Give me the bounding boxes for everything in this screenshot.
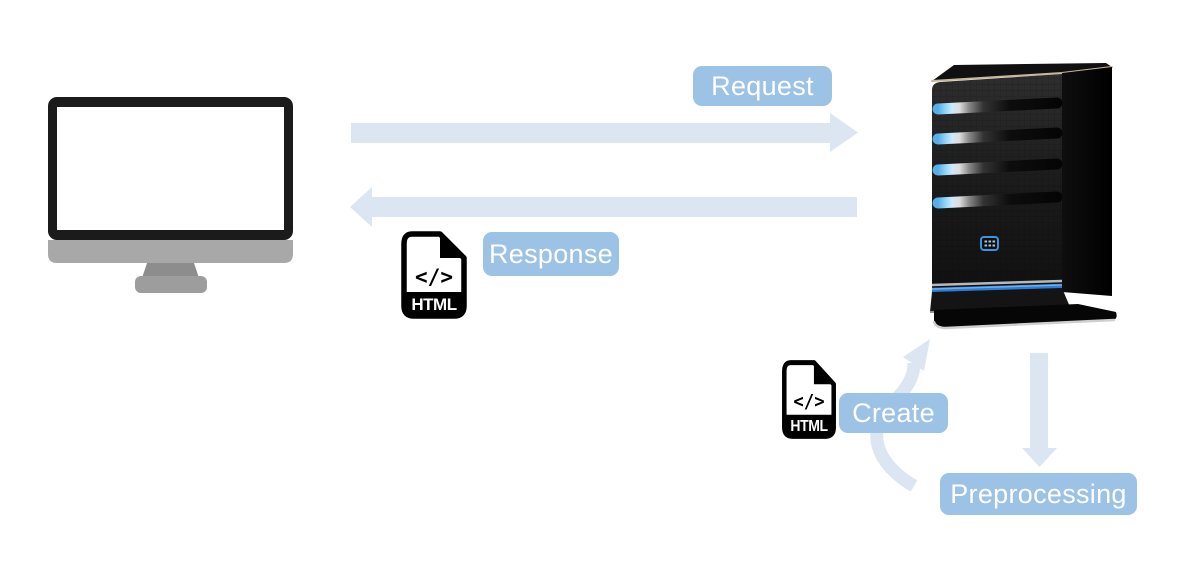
preprocessing-label: Preprocessing <box>940 473 1137 515</box>
create-curved-arrowhead-icon <box>903 339 930 371</box>
server-tower-icon <box>929 63 1117 330</box>
response-label: Response <box>483 232 619 276</box>
request-label: Request <box>693 66 832 106</box>
code-glyph: </> <box>793 391 824 413</box>
code-glyph: </> <box>415 265 453 289</box>
response-arrow-icon <box>350 187 857 227</box>
html-file-icon-create: </> HTML <box>782 360 836 439</box>
html-file-icon-response: </> HTML <box>401 231 467 319</box>
preprocessing-arrow-icon <box>1022 353 1057 467</box>
create-label: Create <box>839 393 948 433</box>
client-monitor-icon <box>48 97 293 293</box>
file-type-label: HTML <box>790 418 828 435</box>
file-type-label: HTML <box>411 295 456 314</box>
request-arrow-icon <box>351 113 858 152</box>
